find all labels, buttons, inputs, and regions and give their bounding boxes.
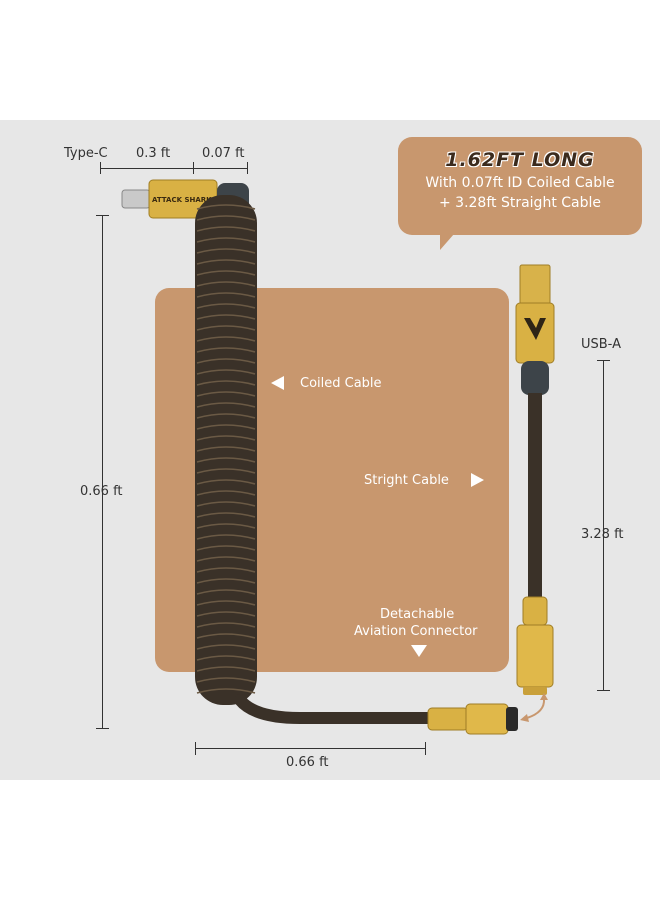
coil-ring (196, 446, 256, 452)
aviation-connector-male-nut (522, 596, 548, 626)
coil-ring (196, 435, 256, 441)
top-dim-line (100, 168, 248, 169)
coil-ring (196, 468, 256, 474)
coil-ring (196, 655, 256, 661)
length-callout-bubble: 1.62FT LONG With 0.07ft ID Coiled Cable … (398, 137, 642, 235)
length-title: 1.62FT LONG (445, 149, 595, 171)
coil-ring (196, 204, 256, 210)
coil-ring (196, 578, 256, 584)
straight-spec: + 3.28ft Straight Cable (438, 195, 602, 211)
top-tick-3 (247, 162, 248, 174)
coiled-arrow-icon (271, 376, 284, 390)
coil-ring (196, 391, 256, 397)
straight-arrow-icon (471, 473, 484, 487)
coil-ring (196, 644, 256, 650)
aviation-connector-female (427, 707, 469, 731)
coil-rings (196, 204, 256, 694)
usb-a-strain-relief (521, 361, 549, 395)
coil-ring (196, 479, 256, 485)
coil-ring (196, 303, 256, 309)
left-tick-top (96, 215, 109, 216)
coil-ring (196, 248, 256, 254)
coil-ring (196, 259, 256, 265)
usb-a-label: USB-A (581, 337, 621, 352)
top-tick-1 (100, 162, 101, 174)
right-tick-bottom (597, 690, 610, 691)
bottom-tick-1 (195, 742, 196, 755)
aviation-connector-tip (506, 707, 518, 731)
coil-id-label: 0.07 ft (202, 146, 245, 161)
coil-ring (196, 523, 256, 529)
coil-ring (196, 622, 256, 628)
coil-ring (196, 677, 256, 683)
coil-bottom-label: 0.66 ft (286, 755, 329, 770)
type-c-label: Type-C (64, 146, 108, 161)
straight-cable (528, 393, 542, 599)
type-c-tip (121, 189, 151, 209)
coil-body (195, 195, 257, 705)
coil-ring (196, 347, 256, 353)
connector-label-line2: Aviation Connector (354, 624, 478, 639)
right-tick-top (597, 360, 610, 361)
connector-label-line1: Detachable (380, 607, 455, 622)
coil-ring (196, 226, 256, 232)
type-c-brand: ATTACK SHARK (152, 196, 212, 204)
coil-ring (196, 402, 256, 408)
bottom-tick-2 (425, 742, 426, 755)
coil-ring (196, 358, 256, 364)
coil-ring (196, 457, 256, 463)
coil-ring (196, 512, 256, 518)
coil-ring (196, 545, 256, 551)
coil-ring (196, 600, 256, 606)
aviation-connector-male-body (516, 624, 554, 688)
coil-ring (196, 270, 256, 276)
coil-ring (196, 666, 256, 672)
straight-cable-label: Stright Cable (364, 473, 449, 488)
right-dim-line (603, 360, 604, 690)
bottom-dim-line (195, 748, 425, 749)
coil-ring (196, 567, 256, 573)
coil-ring (196, 325, 256, 331)
coil-ring (196, 490, 256, 496)
coil-ring (196, 237, 256, 243)
aviation-connector-nut (465, 703, 509, 735)
coil-ring (196, 369, 256, 375)
coil-ring (196, 424, 256, 430)
coil-ring (196, 633, 256, 639)
straight-length-label: 3.28 ft (581, 527, 624, 542)
coiled-cable-label: Coiled Cable (300, 376, 382, 391)
plug-length-label: 0.3 ft (136, 146, 171, 161)
coil-ring (196, 688, 256, 694)
left-tick-bottom (96, 728, 109, 729)
top-tick-2 (193, 162, 194, 174)
coiled-spec: With 0.07ft ID Coiled Cable (425, 175, 615, 191)
coil-height-label: 0.66 ft (80, 484, 123, 499)
detach-arrow-icon (526, 698, 546, 719)
usb-a-metal (519, 264, 551, 306)
coil-ring (196, 501, 256, 507)
coil-ring (196, 534, 256, 540)
bubble-tail (440, 234, 454, 250)
coil-ring (196, 336, 256, 342)
usb-a-logo (524, 318, 546, 340)
coil-ring (196, 215, 256, 221)
coil-tail (234, 694, 436, 724)
aviation-connector-male-tip (523, 687, 547, 695)
coil-ring (196, 589, 256, 595)
left-dim-line (102, 215, 103, 728)
coil-ring (196, 380, 256, 386)
connector-arrow-icon (411, 645, 427, 657)
coil-ring (196, 413, 256, 419)
coil-ring (196, 314, 256, 320)
coil-ring (196, 556, 256, 562)
coil-ring (196, 292, 256, 298)
coil-ring (196, 611, 256, 617)
coil-ring (196, 281, 256, 287)
